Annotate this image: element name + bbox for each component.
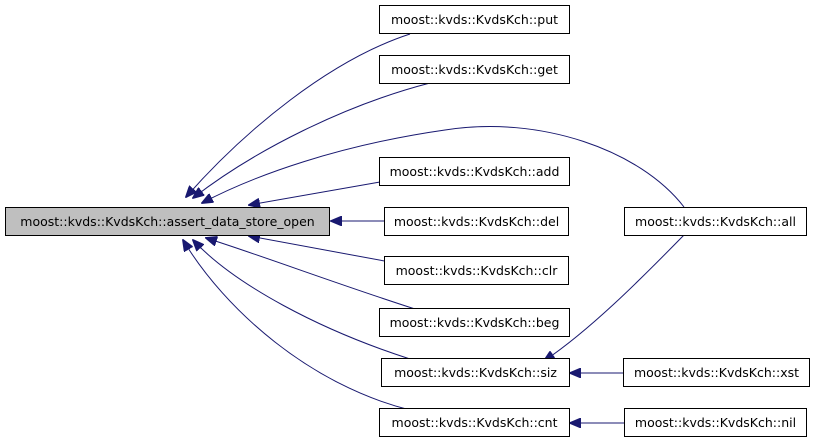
- edge-add-to-root: [249, 181, 381, 205]
- edge-put-to-root: [186, 33, 411, 197]
- node-box: [5, 207, 330, 236]
- node-label: moost::kvds::KvdsKch::xst: [634, 365, 799, 380]
- edge-all-to-root: [202, 126, 685, 208]
- node-box: [379, 308, 570, 337]
- node-label: moost::kvds::KvdsKch::cnt: [392, 415, 558, 430]
- node-cnt[interactable]: moost::kvds::KvdsKch::cnt: [379, 408, 570, 437]
- node-box: [381, 358, 570, 387]
- node-box: [623, 358, 810, 387]
- node-box: [624, 408, 807, 437]
- node-label: moost::kvds::KvdsKch::add: [390, 164, 560, 179]
- node-label: moost::kvds::KvdsKch::siz: [394, 365, 557, 380]
- node-box: [379, 5, 570, 34]
- edge-beg-to-root: [206, 238, 416, 310]
- node-box: [384, 256, 569, 285]
- edge-clr-to-root: [249, 236, 391, 263]
- edges: [183, 33, 685, 423]
- node-all[interactable]: moost::kvds::KvdsKch::all: [624, 207, 807, 236]
- edge-all-to-siz: [544, 234, 685, 361]
- nodes: moost::kvds::KvdsKch::assert_data_store_…: [5, 5, 810, 437]
- node-siz[interactable]: moost::kvds::KvdsKch::siz: [381, 358, 570, 387]
- node-nil[interactable]: moost::kvds::KvdsKch::nil: [624, 408, 807, 437]
- node-assert-data-store-open[interactable]: moost::kvds::KvdsKch::assert_data_store_…: [5, 207, 330, 236]
- edge-cnt-to-root: [183, 240, 411, 411]
- node-clr[interactable]: moost::kvds::KvdsKch::clr: [384, 256, 569, 285]
- node-box: [379, 157, 570, 186]
- node-label: moost::kvds::KvdsKch::get: [391, 62, 558, 77]
- node-xst[interactable]: moost::kvds::KvdsKch::xst: [623, 358, 810, 387]
- node-add[interactable]: moost::kvds::KvdsKch::add: [379, 157, 570, 186]
- node-label: moost::kvds::KvdsKch::nil: [635, 415, 796, 430]
- node-label: moost::kvds::KvdsKch::beg: [390, 315, 560, 330]
- node-label: moost::kvds::KvdsKch::del: [394, 214, 559, 229]
- node-put[interactable]: moost::kvds::KvdsKch::put: [379, 5, 570, 34]
- node-label: moost::kvds::KvdsKch::put: [391, 12, 558, 27]
- node-del[interactable]: moost::kvds::KvdsKch::del: [384, 207, 569, 236]
- edge-siz-to-root: [193, 240, 411, 360]
- node-get[interactable]: moost::kvds::KvdsKch::get: [379, 55, 570, 84]
- node-label: moost::kvds::KvdsKch::all: [635, 214, 796, 229]
- node-label: moost::kvds::KvdsKch::assert_data_store_…: [20, 214, 314, 229]
- node-box: [379, 408, 570, 437]
- node-box: [379, 55, 570, 84]
- node-label: moost::kvds::KvdsKch::clr: [396, 263, 559, 278]
- node-box: [624, 207, 807, 236]
- edge-get-to-root: [193, 82, 431, 198]
- node-box: [384, 207, 569, 236]
- node-beg[interactable]: moost::kvds::KvdsKch::beg: [379, 308, 570, 337]
